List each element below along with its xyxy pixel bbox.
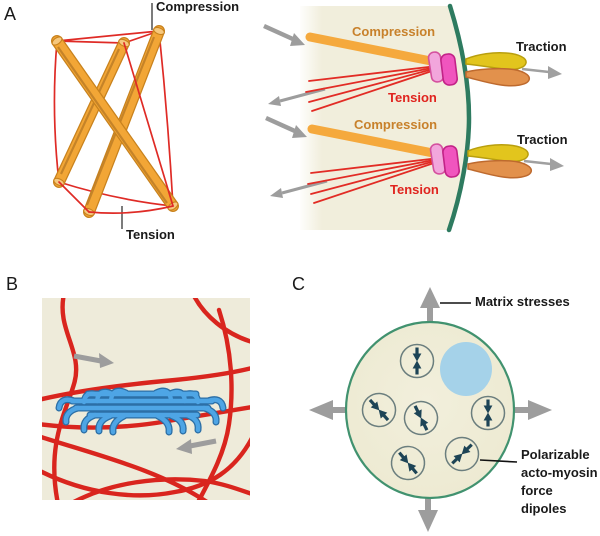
contraction-arrow-right bbox=[73, 353, 114, 368]
cell-membrane bbox=[446, 3, 472, 233]
matrix-stress-arrow-up bbox=[420, 287, 440, 322]
tensegrity-compression-label: Compression bbox=[156, 0, 240, 14]
dipole-label-line-3: force dipoles bbox=[521, 483, 567, 516]
dipole-label-leader-line bbox=[479, 459, 518, 463]
dipole-label-line-2: acto-myosin bbox=[521, 465, 598, 480]
force-dipole-cell-diagram bbox=[309, 287, 552, 532]
cell-edge-diagram bbox=[264, 3, 564, 233]
matrix-stress-arrows bbox=[309, 287, 552, 532]
matrix-stress-arrow-left bbox=[309, 400, 347, 420]
panel-b-letter: B bbox=[6, 274, 19, 294]
dipole-label-line-1: Polarizable bbox=[521, 447, 590, 462]
tension-cables-front bbox=[58, 42, 174, 214]
matrix-stress-arrow-down bbox=[418, 498, 438, 532]
unit1-tension-label: Tension bbox=[388, 90, 437, 105]
matrix-contraction-diagram bbox=[42, 298, 250, 500]
compression-strut-1 bbox=[51, 35, 179, 212]
unit1-compression-label: Compression bbox=[352, 24, 436, 39]
actomyosin-bundle bbox=[55, 387, 227, 436]
unit2-traction-label: Traction bbox=[517, 132, 568, 147]
tensegrity-structure bbox=[51, 3, 179, 229]
matrix-stress-arrow-right bbox=[513, 400, 552, 420]
tension-cables-back bbox=[53, 30, 174, 207]
matrix-stresses-label: Matrix stresses bbox=[475, 294, 570, 309]
tensegrity-tension-label: Tension bbox=[126, 227, 175, 242]
nucleus bbox=[440, 342, 492, 396]
panel-a-letter: A bbox=[4, 4, 17, 24]
unit2-tension-label: Tension bbox=[390, 182, 439, 197]
contraction-arrow-left bbox=[176, 438, 217, 454]
dipole-label: Polarizable acto-myosin force dipoles bbox=[521, 446, 600, 518]
unit1-traction-label: Traction bbox=[516, 39, 567, 54]
panel-c-letter: C bbox=[292, 274, 305, 294]
unit2-compression-label: Compression bbox=[354, 117, 438, 132]
